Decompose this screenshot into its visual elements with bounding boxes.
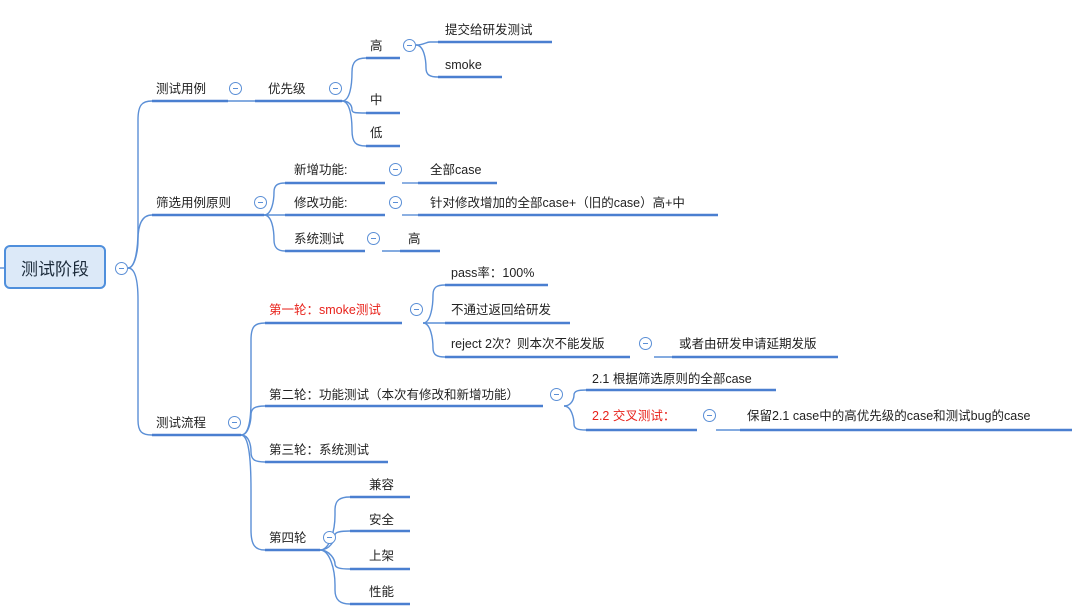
collapse-system-test-icon[interactable] (367, 232, 380, 245)
node-store-listing[interactable]: 上架 (369, 549, 395, 563)
node-priority[interactable]: 优先级 (268, 82, 306, 96)
node-priority-low[interactable]: 低 (370, 126, 383, 140)
collapse-test-process-icon[interactable] (228, 416, 241, 429)
collapse-modified-feature-icon[interactable] (389, 196, 402, 209)
collapse-root-icon[interactable] (115, 262, 128, 275)
node-test-process[interactable]: 测试流程 (156, 416, 207, 430)
node-round-2[interactable]: 第二轮：功能测试（本次有修改和新增功能） (269, 388, 520, 402)
node-security[interactable]: 安全 (369, 513, 395, 527)
node-system-test[interactable]: 系统测试 (294, 232, 345, 246)
collapse-round-4-icon[interactable] (323, 531, 336, 544)
node-modified-feature[interactable]: 修改功能: (294, 196, 348, 210)
node-submit-dev-test[interactable]: 提交给研发测试 (445, 23, 533, 37)
node-system-test-high[interactable]: 高 (408, 232, 421, 246)
collapse-new-feature-icon[interactable] (389, 163, 402, 176)
collapse-test-cases-icon[interactable] (229, 82, 242, 95)
node-selection-principles[interactable]: 筛选用例原则 (156, 196, 232, 210)
node-compatibility[interactable]: 兼容 (369, 478, 395, 492)
node-priority-high[interactable]: 高 (370, 39, 383, 53)
node-modified-cases[interactable]: 针对修改增加的全部case+（旧的case）高+中 (430, 196, 685, 210)
node-priority-medium[interactable]: 中 (370, 93, 383, 107)
collapse-priority-icon[interactable] (329, 82, 342, 95)
node-round-4[interactable]: 第四轮 (269, 531, 307, 545)
root-node[interactable]: 测试阶段 (4, 245, 106, 289)
node-test-cases[interactable]: 测试用例 (156, 82, 207, 96)
node-round-3[interactable]: 第三轮：系统测试 (269, 443, 370, 457)
collapse-round-2-icon[interactable] (550, 388, 563, 401)
node-fail-return[interactable]: 不通过返回给研发 (451, 303, 552, 317)
node-pass-rate[interactable]: pass率：100% (451, 266, 535, 280)
node-reject-twice[interactable]: reject 2次？则本次不能发版 (451, 337, 605, 351)
node-new-feature[interactable]: 新增功能: (294, 163, 348, 177)
node-all-cases[interactable]: 全部case (430, 163, 482, 177)
collapse-selection-principles-icon[interactable] (254, 196, 267, 209)
node-performance[interactable]: 性能 (369, 585, 395, 599)
collapse-priority-high-icon[interactable] (403, 39, 416, 52)
node-round-2-2[interactable]: 2.2 交叉测试： (592, 409, 676, 423)
node-smoke[interactable]: smoke (445, 58, 482, 72)
node-round-2-1[interactable]: 2.1 根据筛选原则的全部case (592, 372, 752, 386)
node-keep-high-priority[interactable]: 保留2.1 case中的高优先级的case和测试bug的case (747, 409, 1031, 423)
collapse-round-1-icon[interactable] (410, 303, 423, 316)
collapse-reject-twice-icon[interactable] (639, 337, 652, 350)
collapse-round-2-2-icon[interactable] (703, 409, 716, 422)
node-round-1[interactable]: 第一轮：smoke测试 (269, 303, 381, 317)
node-delay-release[interactable]: 或者由研发申请延期发版 (679, 337, 817, 351)
